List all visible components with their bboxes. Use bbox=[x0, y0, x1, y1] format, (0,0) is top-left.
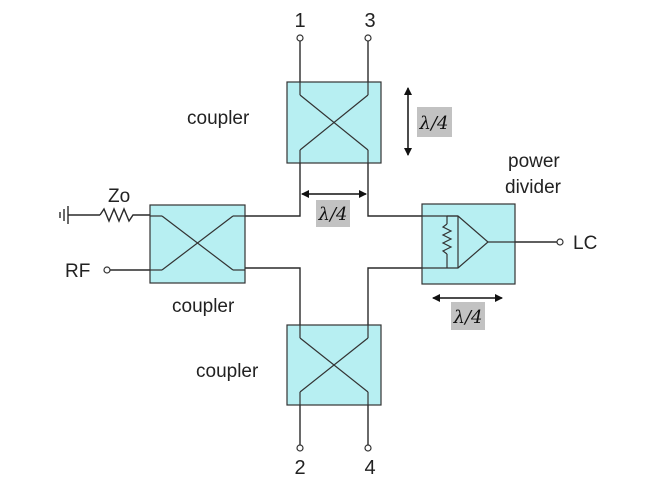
lc-label: LC bbox=[573, 233, 597, 254]
coupler-bottom-label: coupler bbox=[196, 361, 259, 382]
port-2-label: 2 bbox=[294, 457, 305, 479]
rf-label: RF bbox=[65, 261, 90, 282]
zo-resistor-icon bbox=[99, 207, 150, 223]
coupler-top bbox=[286, 81, 382, 164]
port-2-terminal bbox=[296, 444, 304, 452]
lc-terminal bbox=[556, 238, 564, 246]
lambda-vertical-label: λ/4 bbox=[419, 113, 449, 134]
port-4-label: 4 bbox=[364, 457, 375, 479]
rf-terminal bbox=[103, 266, 111, 274]
coupler-left bbox=[149, 204, 246, 284]
isolation-resistor-icon bbox=[441, 223, 453, 255]
wires bbox=[68, 38, 557, 448]
lambda-right: λ/4 bbox=[432, 294, 503, 330]
port-3-terminal bbox=[364, 34, 372, 42]
power-divider bbox=[421, 203, 516, 285]
wire-left-to-bottom-coupler bbox=[245, 267, 301, 325]
lambda-right-label: λ/4 bbox=[453, 307, 483, 328]
port-1-terminal bbox=[296, 34, 304, 42]
lambda-vertical: λ/4 bbox=[404, 87, 452, 156]
zo-label: Zo bbox=[108, 186, 130, 207]
ground-icon bbox=[59, 206, 69, 224]
power-divider-label-line1: power bbox=[508, 151, 560, 172]
port-1-label: 1 bbox=[294, 10, 305, 32]
lambda-top: λ/4 bbox=[301, 190, 367, 227]
lambda-top-label: λ/4 bbox=[318, 204, 348, 225]
port-4-terminal bbox=[364, 444, 372, 452]
coupler-top-label: coupler bbox=[187, 108, 250, 129]
port-3-label: 3 bbox=[364, 10, 375, 32]
wire-divider-to-bottom-coupler bbox=[367, 267, 422, 325]
wire-top-to-divider bbox=[367, 163, 422, 217]
wire-top-to-left-coupler bbox=[245, 163, 301, 217]
power-divider-label-line2: divider bbox=[505, 177, 562, 198]
coupler-left-label: coupler bbox=[172, 296, 235, 317]
coupler-bottom bbox=[286, 324, 382, 406]
